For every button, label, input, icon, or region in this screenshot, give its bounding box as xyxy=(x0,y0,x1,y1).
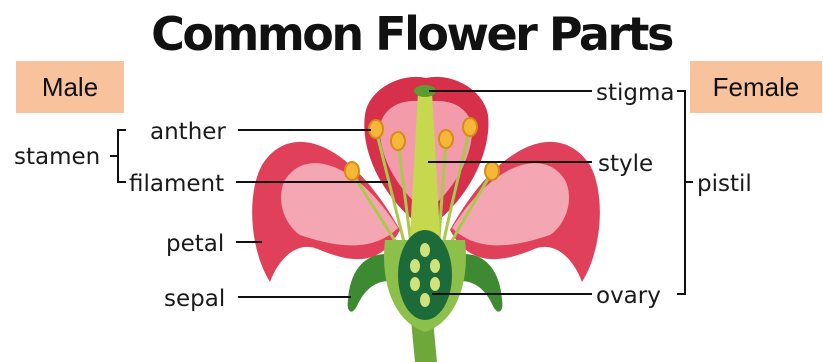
pistil-label: pistil xyxy=(697,171,752,197)
filament-label: filament xyxy=(129,171,224,197)
pistil-bracket xyxy=(677,91,685,294)
ovary-label: ovary xyxy=(596,283,661,309)
anther-label: anther xyxy=(150,119,226,145)
sepal-label: sepal xyxy=(164,286,225,312)
petal-label: petal xyxy=(166,231,224,257)
stigma-label: stigma xyxy=(596,80,675,106)
style-label: style xyxy=(598,151,653,177)
stamen-bracket xyxy=(118,130,126,182)
stamen-label: stamen xyxy=(14,144,100,170)
